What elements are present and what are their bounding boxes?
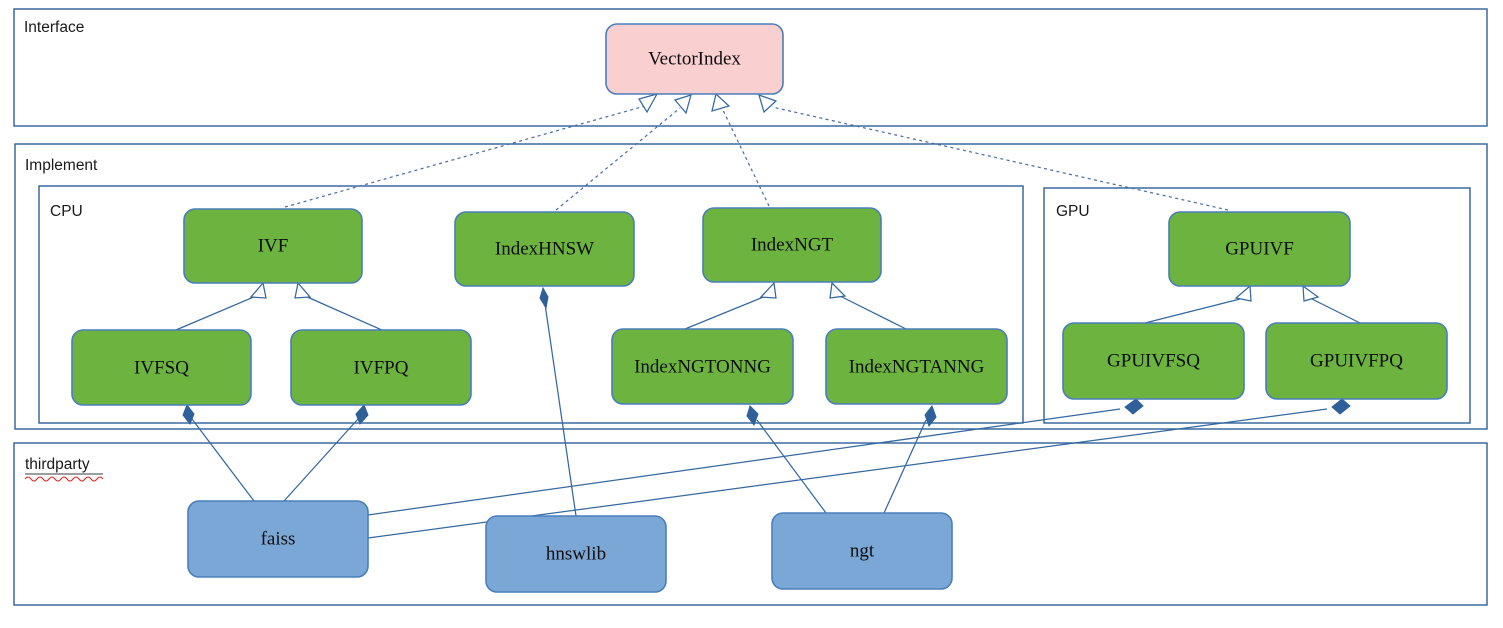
node-hnswlib-label: hnswlib [546, 543, 606, 564]
edge-line [555, 107, 681, 211]
node-vectorindex-box[interactable] [605, 23, 784, 95]
node-hnswlib-box[interactable] [485, 515, 667, 593]
node-indexhnsw[interactable]: IndexHNSW [454, 211, 635, 287]
node-ivfsq[interactable]: IVFSQ [71, 329, 252, 406]
node-ivf-label: IVF [258, 235, 289, 256]
node-indexngt-box[interactable] [702, 207, 882, 283]
node-gpuivfpq-box[interactable] [1265, 322, 1448, 400]
node-gpuivfsq-label: GPUIVFSQ [1107, 350, 1200, 371]
node-vectorindex-label: VectorIndex [648, 48, 741, 69]
filled-diamond-icon [1331, 398, 1351, 415]
filled-diamond-icon [1124, 398, 1144, 415]
node-faiss-label: faiss [261, 528, 296, 549]
edge-indexngt-implements-vectorindex [711, 92, 770, 207]
node-ivfpq-box[interactable] [290, 329, 472, 406]
node-hnswlib[interactable]: hnswlib [485, 515, 667, 593]
hollow-triangle-arrowhead-icon [1302, 284, 1320, 302]
edge-hnswlib-composes-indexhnsw [539, 286, 577, 517]
node-ngt-label: ngt [850, 540, 875, 561]
node-indexngtanng[interactable]: IndexNGTANNG [825, 328, 1008, 405]
spellcheck-squiggle-icon [24, 476, 104, 482]
group-interface-label: Interface [24, 19, 84, 36]
node-gpuivfsq[interactable]: GPUIVFSQ [1062, 322, 1245, 400]
edge-line [1144, 298, 1241, 324]
edge-line [1311, 298, 1361, 324]
edge-gpuivf-implements-vectorindex [758, 94, 1229, 211]
node-indexngtonng-box[interactable] [611, 328, 794, 405]
hollow-triangle-arrowhead-icon [638, 92, 659, 114]
edge-faiss-composes-gpuivfsq [367, 398, 1144, 516]
node-indexngt[interactable]: IndexNGT [702, 207, 882, 283]
edge-line [283, 418, 359, 502]
node-indexngtanng-box[interactable] [825, 328, 1008, 405]
edge-indexhnsw-implements-vectorindex [555, 94, 692, 211]
node-ivfpq[interactable]: IVFPQ [290, 329, 472, 406]
edge-indexngtonng-extends-indexngt [684, 281, 777, 330]
node-gpuivf[interactable]: GPUIVF [1168, 211, 1351, 287]
edge-ivfsq-extends-ivf [175, 281, 267, 331]
edge-line [883, 419, 927, 514]
filled-diamond-icon [924, 404, 937, 428]
hollow-triangle-arrowhead-icon [249, 281, 267, 299]
edge-line [839, 295, 907, 330]
hollow-triangle-arrowhead-icon [711, 92, 731, 112]
filled-diamond-icon [746, 405, 759, 427]
hollow-triangle-arrowhead-icon [759, 281, 777, 299]
group-gpu-label: GPU [1056, 203, 1090, 220]
edge-line [544, 303, 577, 517]
node-faiss[interactable]: faiss [187, 500, 369, 578]
node-indexngtonng[interactable]: IndexNGTONNG [611, 328, 794, 405]
node-gpuivfsq-box[interactable] [1062, 322, 1245, 400]
filled-diamond-icon [539, 286, 549, 310]
edge-line [284, 105, 646, 208]
filled-diamond-icon [182, 404, 195, 425]
node-ivfsq-label: IVFSQ [134, 357, 189, 378]
edge-line [771, 106, 1229, 211]
edge-ivf-implements-vectorindex [284, 92, 659, 208]
edge-faiss-composes-ivfsq [182, 404, 255, 502]
hollow-triangle-arrowhead-icon [294, 281, 312, 299]
filled-diamond-icon [355, 404, 369, 425]
edge-gpuivfsq-extends-gpuivf [1144, 284, 1252, 324]
hollow-triangle-arrowhead-icon [673, 94, 692, 115]
edge-line [304, 295, 383, 331]
node-indexhnsw-label: IndexHNSW [495, 238, 594, 259]
edge-line [684, 295, 767, 330]
node-ngt-box[interactable] [771, 512, 953, 590]
hollow-triangle-arrowhead-icon [829, 281, 847, 299]
node-indexngt-label: IndexNGT [751, 234, 834, 255]
hollow-triangle-arrowhead-icon [1234, 284, 1252, 302]
node-gpuivf-label: GPUIVF [1225, 238, 1294, 259]
edge-faiss-composes-ivfpq [283, 404, 369, 502]
node-indexngtanng-label: IndexNGTANNG [849, 356, 985, 377]
edge-line [175, 295, 257, 331]
node-faiss-box[interactable] [187, 500, 369, 578]
node-indexngtonng-label: IndexNGTONNG [634, 356, 771, 377]
edge-line [191, 418, 255, 502]
group-thirdparty-label: thirdparty [25, 456, 90, 473]
edge-line [756, 419, 827, 514]
edge-line [721, 107, 770, 207]
node-ivfpq-label: IVFPQ [354, 357, 409, 378]
edge-gpuivfpq-extends-gpuivf [1302, 284, 1361, 324]
edge-ngt-composes-indexngtanng [883, 404, 937, 514]
edge-ngt-composes-indexngtonng [746, 405, 827, 514]
node-vectorindex[interactable]: VectorIndex [605, 23, 784, 95]
edge-indexngtanng-extends-indexngt [829, 281, 907, 330]
node-ivf-box[interactable] [183, 208, 363, 284]
node-gpuivfpq[interactable]: GPUIVFPQ [1265, 322, 1448, 400]
node-indexhnsw-box[interactable] [454, 211, 635, 287]
group-implement-label: Implement [25, 157, 98, 174]
node-ivfsq-box[interactable] [71, 329, 252, 406]
node-gpuivf-box[interactable] [1168, 211, 1351, 287]
edge-ivfpq-extends-ivf [294, 281, 383, 331]
node-gpuivfpq-label: GPUIVFPQ [1310, 350, 1403, 371]
group-cpu-label: CPU [50, 203, 83, 220]
hollow-triangle-arrowhead-icon [758, 94, 778, 114]
node-ngt[interactable]: ngt [771, 512, 953, 590]
node-ivf[interactable]: IVF [183, 208, 363, 284]
edge-line [367, 408, 1121, 516]
